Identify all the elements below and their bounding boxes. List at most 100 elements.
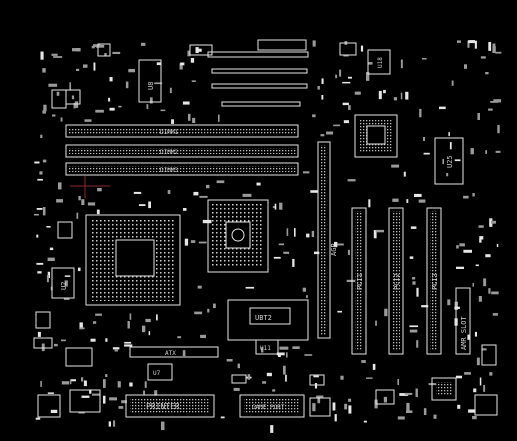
smd-pad <box>128 69 135 73</box>
u2-chip: U2 <box>51 267 75 299</box>
smd-pad <box>347 179 356 182</box>
smd-pad <box>383 396 387 403</box>
smd-pad <box>56 91 60 96</box>
smd-pad <box>492 43 496 49</box>
atx-connector: ATX <box>129 346 219 358</box>
smd-pad <box>52 114 56 117</box>
smd-pad <box>148 331 151 336</box>
smd-pad <box>334 414 337 422</box>
smd-pad <box>138 204 146 206</box>
smd-pad <box>279 202 283 210</box>
u8-label: U8 <box>147 82 155 90</box>
smd-pad <box>302 287 306 292</box>
smd-pad <box>403 171 406 177</box>
smd-pad <box>334 241 338 248</box>
smd-pad <box>79 327 85 330</box>
smd-pad <box>95 313 102 316</box>
smd-pad <box>191 80 196 82</box>
smd-pad <box>406 402 410 411</box>
dimm2-slot <box>65 144 299 158</box>
smd-pad <box>326 131 334 135</box>
smd-pad <box>373 230 377 239</box>
smd-pad <box>95 109 104 113</box>
smd-pad <box>103 395 106 404</box>
smd-pad <box>183 208 187 211</box>
smd-pad <box>312 114 316 118</box>
smd-pad <box>294 228 296 237</box>
smd-pad <box>202 219 212 224</box>
smd-pad <box>348 405 352 414</box>
smd-pad <box>457 404 461 409</box>
smd-pad <box>198 241 207 244</box>
smd-pad <box>409 325 419 328</box>
smd-pad <box>400 59 403 69</box>
smd-pad <box>321 78 324 84</box>
smd-pad <box>372 363 376 370</box>
smd-pad <box>421 58 427 60</box>
pci1-label: PCI1 <box>356 273 364 290</box>
smd-pad <box>96 209 100 215</box>
smd-pad <box>375 229 384 233</box>
smd-pad <box>337 310 342 313</box>
smd-pad <box>464 372 471 375</box>
smd-pad <box>312 403 316 412</box>
smd-pad <box>160 109 166 112</box>
smd-pad <box>336 243 344 246</box>
atx-label: ATX <box>165 350 176 357</box>
smd-pad <box>342 81 351 84</box>
smd-pad <box>488 42 492 51</box>
smd-pad <box>283 251 290 254</box>
smd-pad <box>340 375 344 380</box>
smd-pad <box>109 107 115 111</box>
smd-pad <box>60 117 63 122</box>
smd-pad <box>383 89 386 94</box>
u7-label: U7 <box>153 370 161 377</box>
smd-pad <box>423 152 430 155</box>
smd-pad <box>73 103 76 109</box>
bottom-left-parts <box>33 42 498 418</box>
smd-pad <box>149 97 153 104</box>
smd-pad <box>473 388 477 393</box>
smd-pad <box>311 230 315 237</box>
smd-pad <box>109 397 117 401</box>
smd-pad <box>42 207 46 216</box>
smd-pad <box>363 420 367 423</box>
smd-pad <box>58 182 62 190</box>
smd-pad <box>117 381 121 388</box>
smd-pad <box>146 104 149 109</box>
smd-pad <box>61 381 70 385</box>
smd-pad <box>397 379 399 385</box>
smd-pad <box>415 388 418 398</box>
smd-pad <box>448 132 450 137</box>
smd-pad <box>416 287 419 297</box>
smd-pad <box>495 51 502 54</box>
smd-pad <box>474 40 477 49</box>
cursor-marker <box>70 176 110 198</box>
u8-chip: U8 <box>138 59 162 103</box>
smd-pad <box>485 150 487 154</box>
smd-pad <box>366 72 370 81</box>
smd-pad <box>468 40 475 44</box>
smd-pad <box>274 203 277 210</box>
smd-pad <box>475 264 479 267</box>
smd-pad <box>75 48 81 52</box>
smd-pad <box>314 383 318 389</box>
smd-pad <box>64 275 71 277</box>
smd-pad <box>332 402 336 411</box>
smd-pad <box>497 124 500 134</box>
smd-pad <box>36 262 44 265</box>
smd-pad <box>39 171 43 175</box>
smd-pad <box>463 195 469 199</box>
smd-pad <box>49 247 54 251</box>
smd-pad <box>292 258 295 267</box>
smd-pad <box>40 134 43 138</box>
smd-pad <box>81 395 90 398</box>
smd-pad <box>405 91 409 100</box>
smd-pad <box>399 393 409 396</box>
smd-pad <box>108 97 111 102</box>
smd-pad <box>53 56 63 58</box>
smd-pad <box>490 101 499 103</box>
smd-pad <box>48 83 58 87</box>
smd-pad <box>220 416 225 419</box>
smd-pad <box>118 105 122 108</box>
